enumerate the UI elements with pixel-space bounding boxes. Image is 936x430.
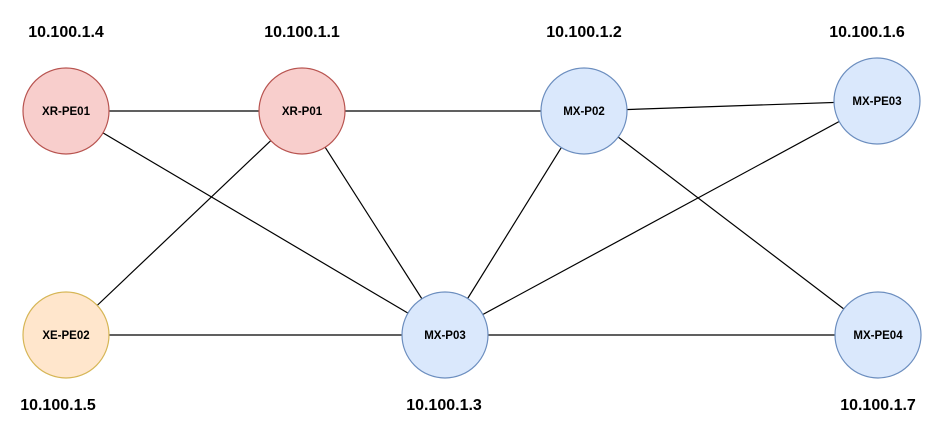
ip-address-mx-p03: 10.100.1.3 bbox=[406, 397, 482, 414]
node-xr-pe01[interactable]: XR-PE01 bbox=[22, 67, 110, 155]
node-mx-p03[interactable]: MX-P03 bbox=[401, 291, 489, 379]
node-circle-mx-p03[interactable] bbox=[401, 291, 489, 379]
ip-address-xr-p01: 10.100.1.1 bbox=[264, 24, 340, 41]
link-xr-pe01-mx-p03 bbox=[65, 110, 446, 336]
node-label-xe-pe02: XE-PE02 bbox=[42, 330, 89, 342]
link-xr-p01-mx-p03 bbox=[301, 110, 446, 336]
node-mx-pe04[interactable]: MX-PE04 bbox=[834, 291, 922, 379]
node-mx-p02[interactable]: MX-P02 bbox=[540, 67, 628, 155]
node-label-xr-pe01: XR-PE01 bbox=[42, 106, 91, 118]
link-mx-p02-mx-pe04 bbox=[583, 110, 879, 336]
ip-address-xe-pe02: 10.100.1.5 bbox=[20, 397, 96, 414]
link-mx-pe03-mx-p03 bbox=[444, 100, 878, 336]
link-mx-p02-mx-p03 bbox=[444, 110, 585, 336]
node-xr-p01[interactable]: XR-P01 bbox=[258, 67, 346, 155]
node-label-xr-p01: XR-P01 bbox=[282, 106, 323, 118]
node-label-mx-pe03: MX-PE03 bbox=[852, 96, 901, 108]
link-xr-p01-xe-pe02 bbox=[65, 110, 303, 336]
node-circle-xr-p01[interactable] bbox=[258, 67, 346, 155]
node-xe-pe02[interactable]: XE-PE02 bbox=[22, 291, 110, 379]
node-mx-pe03[interactable]: MX-PE03 bbox=[833, 57, 921, 145]
node-circle-mx-pe04[interactable] bbox=[834, 291, 922, 379]
node-circle-mx-p02[interactable] bbox=[540, 67, 628, 155]
ip-address-mx-pe04: 10.100.1.7 bbox=[840, 397, 916, 414]
ip-address-mx-pe03: 10.100.1.6 bbox=[829, 24, 905, 41]
node-label-mx-pe04: MX-PE04 bbox=[853, 330, 903, 342]
links-layer bbox=[65, 100, 879, 336]
node-label-mx-p02: MX-P02 bbox=[563, 106, 605, 118]
link-mx-p02-mx-pe03 bbox=[583, 100, 878, 112]
node-circle-xr-pe01[interactable] bbox=[22, 67, 110, 155]
ip-address-labels: 10.100.1.4 10.100.1.1 10.100.1.2 10.100.1.6… bbox=[20, 24, 916, 414]
node-circle-mx-pe03[interactable] bbox=[833, 57, 921, 145]
ip-address-xr-pe01: 10.100.1.4 bbox=[28, 24, 104, 41]
ip-address-mx-p02: 10.100.1.2 bbox=[546, 24, 622, 41]
node-circle-xe-pe02[interactable] bbox=[22, 291, 110, 379]
node-label-mx-p03: MX-P03 bbox=[424, 330, 466, 342]
